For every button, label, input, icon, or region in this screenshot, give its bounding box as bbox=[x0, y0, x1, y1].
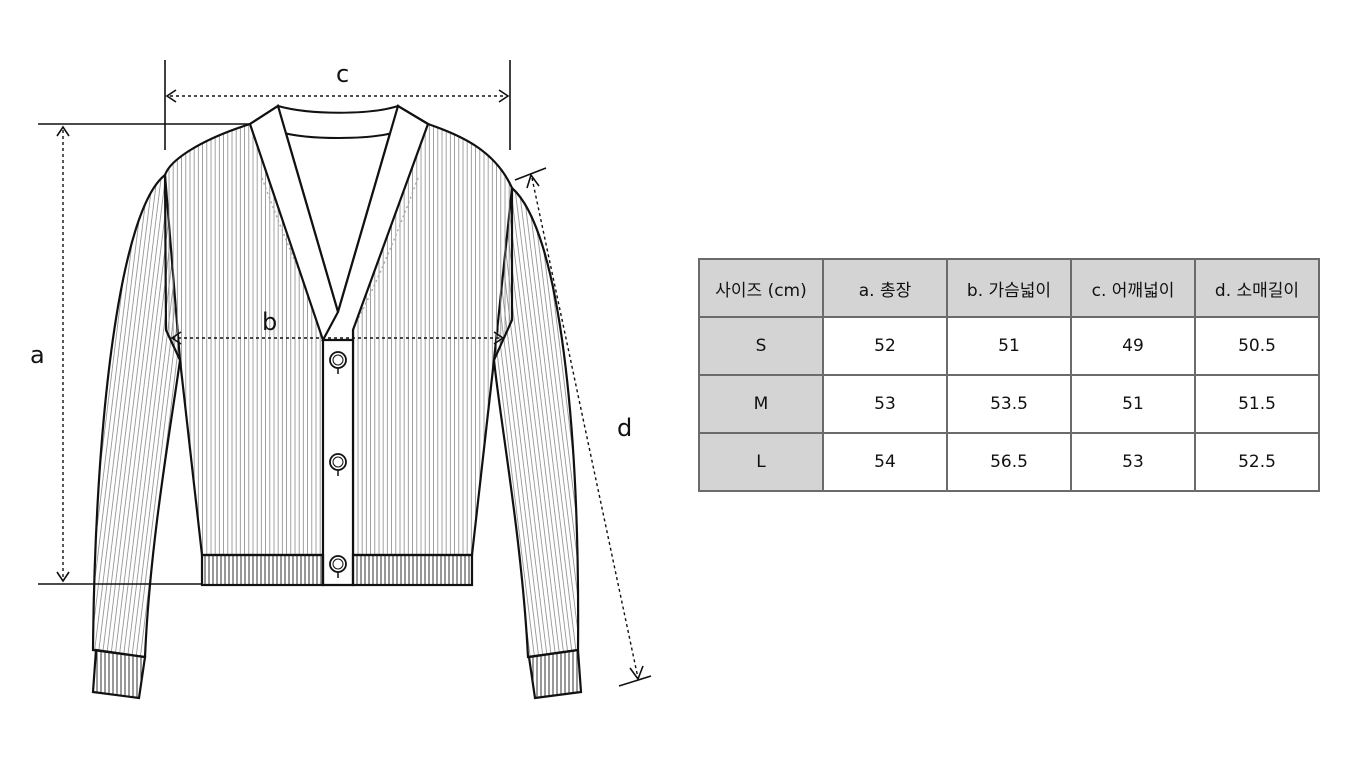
cardigan-measurement-diagram: c a b d bbox=[30, 60, 652, 700]
right-sleeve bbox=[492, 185, 580, 659]
size-label: M bbox=[698, 374, 824, 434]
size-label: S bbox=[698, 316, 824, 376]
table-row: L 54 56.5 53 52.5 bbox=[698, 432, 1320, 492]
table-cell: 56.5 bbox=[946, 432, 1072, 492]
table-cell: 49 bbox=[1070, 316, 1196, 376]
table-cell: 54 bbox=[822, 432, 948, 492]
label-a: a bbox=[30, 341, 45, 369]
button-bottom bbox=[329, 555, 347, 578]
measure-b: b bbox=[170, 308, 505, 345]
header-length: a. 총장 bbox=[822, 258, 948, 318]
left-placket bbox=[248, 104, 355, 587]
label-d: d bbox=[617, 414, 632, 442]
left-sleeve bbox=[91, 172, 182, 659]
right-placket bbox=[321, 104, 430, 342]
table-cell: 50.5 bbox=[1194, 316, 1320, 376]
back-neckline bbox=[276, 104, 400, 139]
hem-rib-right bbox=[351, 553, 474, 587]
table-cell: 53 bbox=[822, 374, 948, 434]
table-row: S 52 51 49 50.5 bbox=[698, 316, 1320, 376]
button-top bbox=[329, 351, 347, 374]
left-cuff bbox=[91, 648, 147, 700]
measure-d: d bbox=[514, 167, 652, 687]
header-chest: b. 가슴넓이 bbox=[946, 258, 1072, 318]
size-label: L bbox=[698, 432, 824, 492]
measure-a: a bbox=[30, 123, 250, 585]
header-size: 사이즈 (cm) bbox=[698, 258, 824, 318]
table-header-row: 사이즈 (cm) a. 총장 b. 가슴넓이 c. 어깨넓이 d. 소매길이 bbox=[698, 258, 1320, 318]
table-cell: 53 bbox=[1070, 432, 1196, 492]
hem-rib-left bbox=[200, 553, 325, 587]
label-b: b bbox=[262, 308, 277, 336]
table-cell: 53.5 bbox=[946, 374, 1072, 434]
table-cell: 52 bbox=[822, 316, 948, 376]
table-cell: 51.5 bbox=[1194, 374, 1320, 434]
header-sleeve: d. 소매길이 bbox=[1194, 258, 1320, 318]
measure-c: c bbox=[164, 60, 511, 150]
right-cuff bbox=[527, 648, 583, 700]
label-c: c bbox=[336, 60, 349, 88]
button-middle bbox=[329, 453, 347, 476]
table-cell: 51 bbox=[946, 316, 1072, 376]
table-cell: 51 bbox=[1070, 374, 1196, 434]
table-row: M 53 53.5 51 51.5 bbox=[698, 374, 1320, 434]
header-shoulder: c. 어깨넓이 bbox=[1070, 258, 1196, 318]
size-chart-table: 사이즈 (cm) a. 총장 b. 가슴넓이 c. 어깨넓이 d. 소매길이 S… bbox=[698, 258, 1320, 492]
table-cell: 52.5 bbox=[1194, 432, 1320, 492]
